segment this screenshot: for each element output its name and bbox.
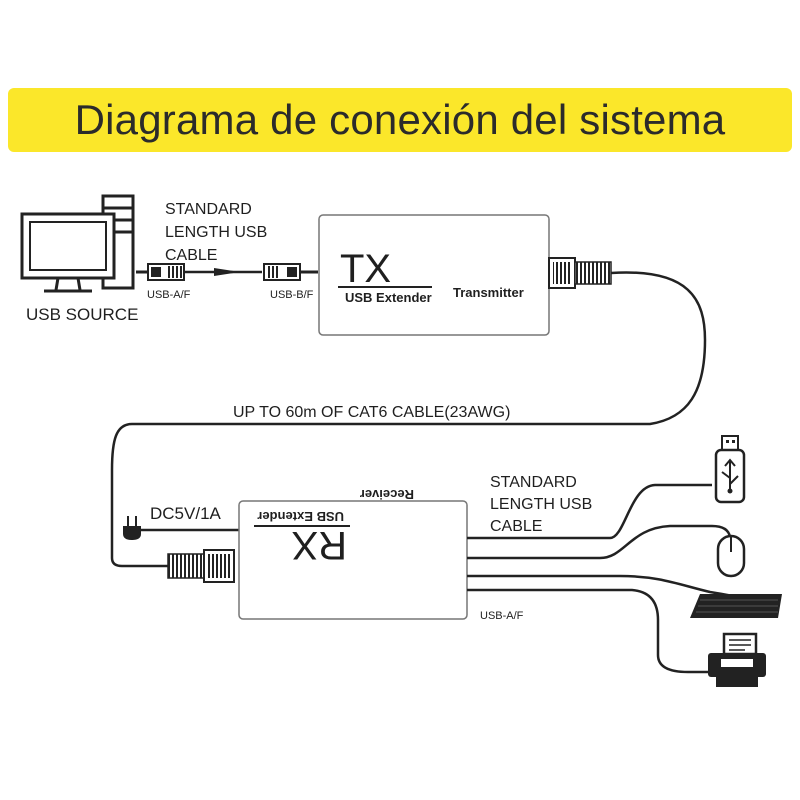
transmitter-box: TX USB Extender Transmitter — [318, 214, 550, 336]
usb-flash-drive-icon — [714, 435, 746, 504]
rx-cable-line-1: STANDARD — [490, 474, 577, 491]
rx-usb-a-connector-label: USB-A/F — [480, 610, 524, 622]
rx-cable-line-2: LENGTH USB — [490, 496, 592, 513]
title-banner: Diagrama de conexión del sistema — [8, 88, 792, 152]
tx-logo: TX — [340, 247, 391, 291]
mouse-icon — [716, 534, 746, 578]
usb-source-label: USB SOURCE — [26, 305, 138, 324]
transmitter-label: Transmitter — [453, 285, 524, 300]
source-cable-line-2: LENGTH USB — [165, 224, 267, 241]
source-cable-line-3: CABLE — [165, 247, 217, 264]
usb-a-connector-label: USB-A/F — [147, 289, 191, 301]
cat6-cable — [110, 271, 707, 568]
rj45-connector-tx — [548, 257, 612, 289]
printer-icon — [708, 632, 766, 687]
rx-cable-line-3: CABLE — [490, 518, 542, 535]
device-cables — [467, 483, 741, 674]
rj45-connector-rx — [167, 549, 235, 583]
rx-subtitle: USB Extender — [257, 509, 344, 524]
tx-subtitle: USB Extender — [345, 290, 432, 305]
rx-logo: RX — [291, 523, 347, 567]
computer-icon — [20, 194, 135, 293]
cat6-cable-label: UP TO 60m OF CAT6 CABLE(23AWG) — [233, 404, 510, 421]
page-title: Diagrama de conexión del sistema — [74, 96, 726, 143]
power-label: DC5V/1A — [150, 504, 222, 523]
usb-b-connector-label: USB-B/F — [270, 289, 314, 301]
receiver-label: Receiver — [360, 487, 414, 502]
keyboard-icon — [690, 594, 782, 618]
power-plug-icon — [123, 516, 240, 540]
source-cable-line-1: STANDARD — [165, 201, 252, 218]
receiver-box: Receiver RX USB Extender — [238, 487, 468, 620]
usb-cable-source — [136, 263, 318, 281]
